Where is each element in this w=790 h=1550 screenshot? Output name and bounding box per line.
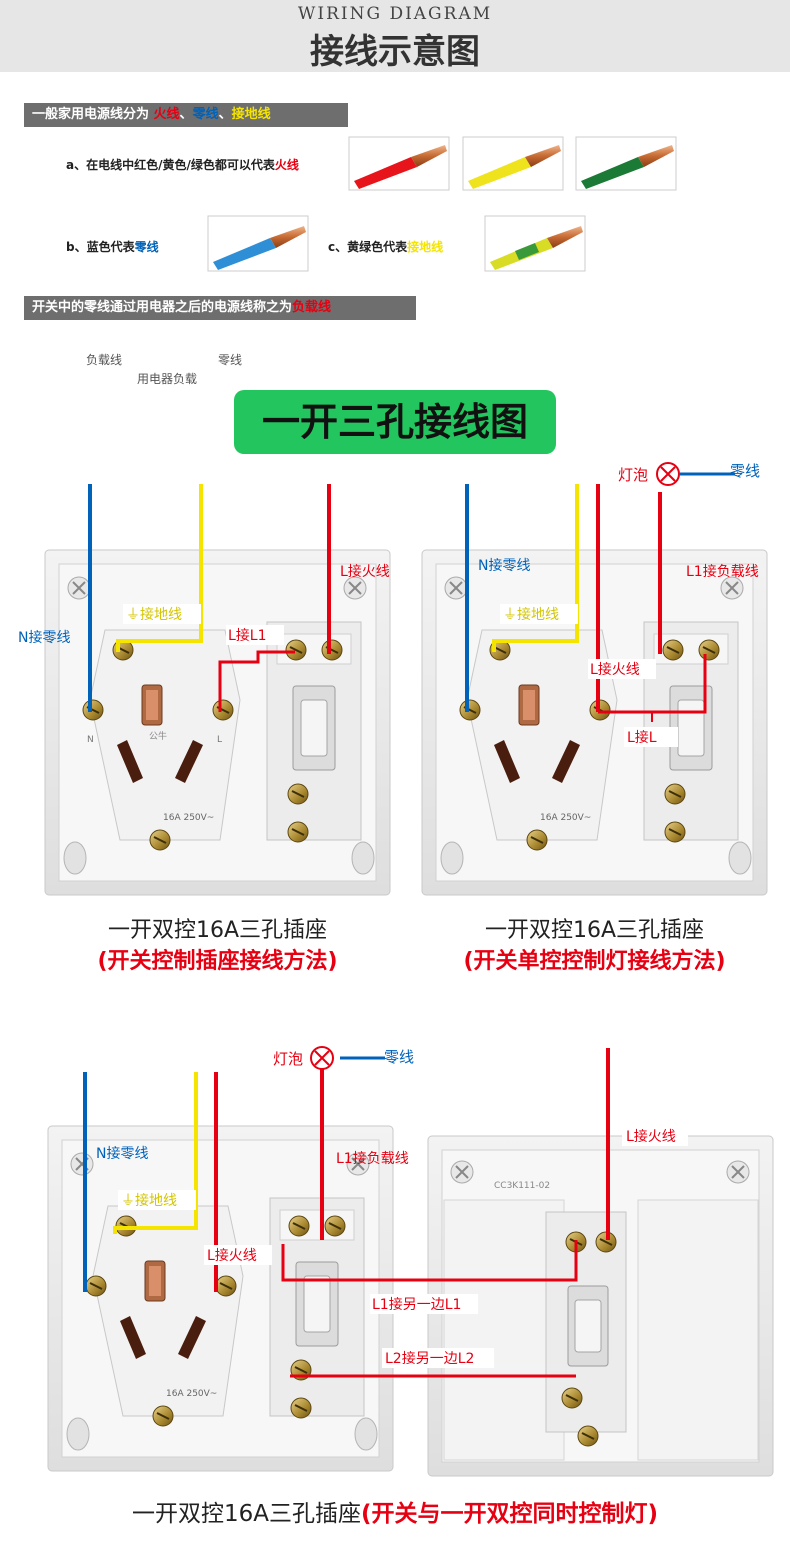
intro-c-highlight: 接地线 [407,240,444,254]
d1-label-l1: L接L1 [228,627,267,644]
d2-label-load: L1接负载线 [686,563,759,580]
diagram3-plate-left: 16A 250V~ [48,1126,393,1471]
d3-label-l2: L2接另一边L2 [385,1350,474,1367]
d3-label-fire-box [204,1245,272,1265]
d3-label-n: N接零线 [96,1145,148,1162]
d2-caption: 一开双控16A三孔插座 [484,918,705,943]
intro-b: b、蓝色代表零线 [66,238,159,255]
d3-bulb [310,1046,334,1070]
socket-rating: 16A 250V~ [540,813,591,823]
d2-label-fire: L接火线 [590,661,640,678]
wire-sample-red [348,136,450,191]
d1-label-ground-box [123,604,201,624]
intro-c: c、黄绿色代表接地线 [328,238,443,255]
d2-label-l-box [624,727,678,747]
socket-brand: 公牛 [149,730,167,742]
socket-rating: 16A 250V~ [163,813,214,823]
d3-label-ground: ⏚接地线 [121,1192,177,1209]
wire-sample-green [575,136,677,191]
d3-label-l1: L1接另一边L1 [372,1296,461,1313]
load-bar-text: 开关中的零线通过用电器之后的电源线称之为 [32,300,293,315]
d2-label-neutral: 零线 [730,462,760,480]
d3-label-load: L1接负载线 [336,1150,409,1167]
d3-label-l2-box [382,1348,494,1368]
diagram2-wires [465,472,735,722]
sep: 、 [218,107,232,122]
intro-neutral: 零线 [192,107,219,122]
diagram2-plate: 16A 250V~ [422,550,767,895]
d2-subcaption: (开关单控控制灯接线方法) [463,949,726,974]
intro-a-text: a、在电线中红色/黄色/绿色都可以代表 [66,158,275,172]
diagram1-plate: 16A 250V~ N L 公牛 [45,550,390,895]
d1-caption: 一开双控16A三孔插座 [107,918,328,943]
intro-bar: 一般家用电源线分为 火线、零线、接地线 [24,103,348,127]
socket-model: CC3K111-02 [494,1181,550,1191]
d3-label-fire: L接火线 [207,1247,257,1264]
header-title-cn: 接线示意图 [310,32,480,72]
d2-label-bulb: 灯泡 [618,466,648,484]
diagram1-wires [88,484,331,712]
d2-label-ground: ⏚接地线 [503,606,559,623]
d3-label-fire-right: L接火线 [626,1128,676,1145]
d3-caption-main: 一开双控16A三孔插座 [131,1501,361,1527]
intro-bar-text: 一般家用电源线分为 [32,107,154,122]
load-bottom-label: 用电器负载 [137,372,198,386]
intro-c-text: c、黄绿色代表 [328,240,408,254]
d3-caption-red: (开关与一开双控同时控制灯) [360,1501,659,1527]
load-bar-highlight: 负载线 [292,300,332,315]
header-band [0,0,790,72]
d1-label-l1-box [226,625,284,645]
d2-label-ground-box [500,604,578,624]
wire-sample-yellow-green [484,215,586,272]
d3-label-neutral: 零线 [384,1048,414,1066]
intro-ground: 接地线 [231,107,271,122]
d1-label-ground: ⏚接地线 [126,606,182,623]
d2-label-l: L接L [627,729,657,746]
d2-bulb [656,462,680,486]
socket-n-mark: N [87,735,94,745]
wire-sample-blue [207,215,309,272]
wire-samples [207,136,677,272]
intro-b-highlight: 零线 [134,240,159,254]
d2-label-fire-box [588,659,656,679]
d3-label-l1-box [370,1294,478,1314]
d1-label-fire: L接火线 [340,563,390,580]
socket-rating: 16A 250V~ [166,1389,217,1399]
wire-sample-yellow [462,136,564,191]
intro-fire: 火线 [153,107,180,122]
d3-label-fire-right-box [622,1126,688,1146]
intro-a: a、在电线中红色/黄色/绿色都可以代表火线 [66,156,299,173]
diagram3-plate-right: CC3K111-02 [427,1135,774,1477]
d2-label-n: N接零线 [478,557,530,574]
intro-b-text: b、蓝色代表 [66,240,135,254]
load-bar: 开关中的零线通过用电器之后的电源线称之为负载线 [24,296,416,320]
socket-l-mark: L [217,735,222,745]
d1-subcaption: (开关控制插座接线方法) [97,949,338,974]
main-title: 一开三孔接线图 [234,390,556,454]
header-title-en: WIRING DIAGRAM [297,4,493,24]
d3-label-ground-box [118,1190,196,1210]
load-left-label: 负载线 [86,353,123,367]
load-right-label: 零线 [218,353,243,367]
wiring-diagrams: 16A 250V~ N L 公牛 N接零线 ⏚接地线 L接L1 L接火线 16A… [18,462,774,1477]
intro-a-highlight: 火线 [274,158,299,172]
d3-label-bulb: 灯泡 [273,1050,303,1068]
d1-label-n: N接零线 [18,629,70,646]
sep: 、 [179,107,193,122]
d3-caption: 一开双控16A三孔插座(开关与一开双控同时控制灯) [0,1494,790,1528]
